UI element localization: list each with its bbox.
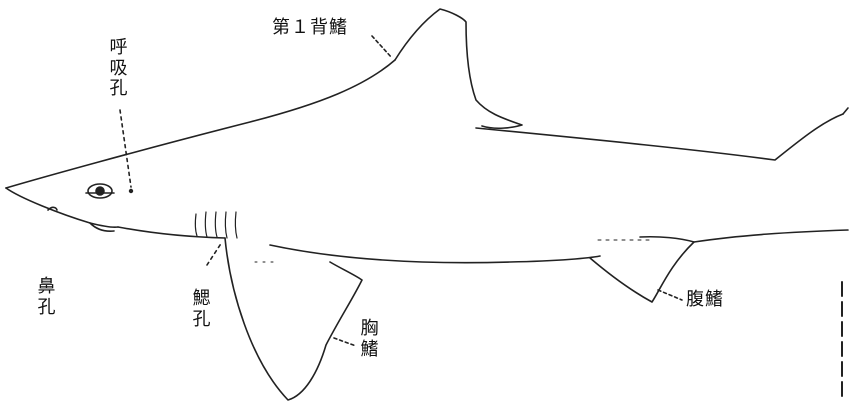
gill-slits-label: 鰓孔 bbox=[192, 288, 212, 330]
spiracle-dot bbox=[128, 188, 134, 194]
gill-leader bbox=[206, 241, 223, 266]
spiracle-label: 呼吸孔 bbox=[109, 37, 129, 100]
first-dorsal-fin-label: 第１背鰭 bbox=[272, 17, 348, 38]
nostril-mark bbox=[47, 206, 58, 211]
mouth-corner bbox=[89, 222, 115, 232]
pelvic-leader bbox=[657, 289, 683, 301]
pelvic-fin bbox=[589, 235, 695, 303]
belly-outline bbox=[269, 244, 601, 264]
tail-edge bbox=[842, 107, 849, 115]
nostril-label: 鼻孔 bbox=[37, 276, 57, 318]
lower-body-throat bbox=[117, 226, 226, 239]
dorsal-leader bbox=[371, 35, 393, 59]
eye-outline bbox=[87, 183, 113, 199]
first-dorsal-fin bbox=[394, 8, 523, 130]
spiracle-leader bbox=[119, 109, 132, 188]
pectoral-leader bbox=[333, 337, 357, 347]
upper-back-outline bbox=[475, 113, 844, 161]
pelvic-fin-label: 腹鰭 bbox=[686, 289, 724, 310]
gill-slits bbox=[194, 211, 238, 239]
pectoral-fin-label: 胸鰭 bbox=[360, 318, 380, 360]
pectoral-fin bbox=[224, 237, 363, 401]
upper-body-outline bbox=[5, 59, 396, 189]
lower-tail-outline bbox=[693, 229, 849, 243]
